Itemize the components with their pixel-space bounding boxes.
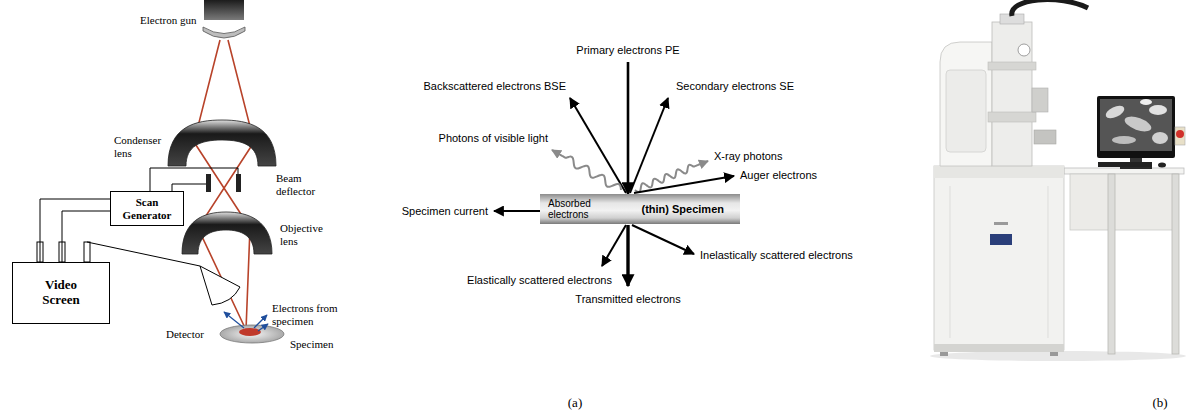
beam-spot [239,328,261,336]
sem-instrument [1034,130,1056,144]
signal-label: Inelastically scattered electrons [700,249,853,262]
deflector-plate [236,174,241,192]
sem-instrument [1175,127,1185,145]
sem-instrument [940,352,948,356]
part-label: Objective lens [280,222,332,247]
auger-arrow [634,176,734,193]
signal-label: Photons of visible light [439,132,548,145]
wire [172,184,206,191]
signal-label: Transmitted electrons [575,293,680,306]
part-label: Detector [166,328,204,341]
part-label: Electron gun [140,14,197,27]
electron-beam [198,40,254,330]
sem-instrument [990,234,1012,245]
bse-arrow [570,98,626,193]
light-wave [552,150,621,190]
detector-cone [200,266,240,305]
sem-instrument [1104,103,1126,121]
part-label: Specimen [290,338,333,351]
deflector-plate [206,174,211,192]
sem-instrument [1123,114,1153,135]
objective-lens [182,212,272,254]
wire-connector [62,211,110,262]
sem-instrument [930,351,1186,361]
sem-instrument [950,186,951,338]
wire [150,168,238,191]
absorbed-note: Absorbed electrons [548,198,602,220]
inelastic-arrow [632,225,694,254]
electron-gun [204,0,244,20]
interaction-arrows [494,62,734,286]
cathode [203,27,245,38]
sem-instrument [1172,174,1179,354]
sem-instrument [1152,132,1168,144]
box-title: Video Screen [33,278,89,307]
sem-instrument [1018,44,1030,56]
sem-instrument [988,112,1036,122]
sem-instrument [988,62,1036,70]
signal-label: Specimen current [402,205,488,218]
specimen-title: (thin) Specimen [641,203,724,215]
part-label: Condenser lens [114,134,166,159]
sem-instrument [1032,88,1048,112]
sem-instrument [1140,99,1152,105]
sem-instrument [1176,130,1184,138]
subfigure-label: (b) [1152,396,1167,411]
subfigure-label: (a) [568,396,582,411]
specimen-disc [220,325,284,343]
elastic-arrow [602,225,626,266]
transmitted-arrow [626,225,629,286]
sem-instrument [934,344,1064,352]
sem-instrument [994,222,1008,225]
sem-instrument [940,42,992,166]
plug [84,242,90,262]
box-title: Scan Generator [117,196,177,221]
part-label: Beam deflector [276,172,326,197]
sem-instrument [930,0,1186,361]
scan-generator-box: Scan Generator [110,191,184,226]
signal-label: X-ray photons [714,150,782,163]
specimen-bar: Absorbed electrons (thin) Specimen [540,194,740,224]
sem-instrument [1149,105,1167,115]
sem-instrument [1048,186,1049,338]
sem-instrument [1097,96,1175,158]
signal-label: Secondary electrons SE [676,80,794,93]
sem-instrument [934,166,1064,350]
part-label: Electrons from specimen [272,302,354,327]
video-screen-box: Video Screen [12,262,110,324]
sem-instrument [1112,136,1136,144]
sem-instrument [1098,162,1152,167]
sem-instrument [1158,163,1166,168]
sem-instrument [1100,99,1172,151]
sem-instrument [992,22,1032,166]
signal-label: Auger electrons [740,169,817,182]
se-arrow [630,98,668,193]
primary-arrow [627,62,630,194]
emitted-electron-arrow [258,324,268,331]
signal-label: Backscattered electrons BSE [424,80,566,93]
current-arrow [494,210,540,212]
sem-instrument [1108,174,1115,354]
electron-beam [194,40,250,330]
emitted-electron-arrow [224,312,244,328]
signal-label: Elastically scattered electrons [467,274,612,287]
signal-label: Primary electrons PE [576,44,679,57]
sem-instrument [1012,0,1088,16]
sem-instrument [1070,174,1178,230]
sem-instrument [934,166,1064,178]
wire-connector [40,199,110,262]
sem-instrument [946,70,986,152]
sem-instrument [1050,352,1058,356]
condenser-lens [168,120,276,166]
